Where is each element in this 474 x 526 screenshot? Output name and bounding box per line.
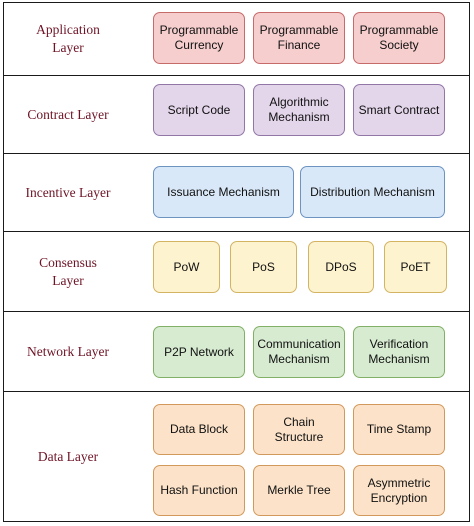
data-layer-label: Data Layer (37, 448, 99, 464)
communication-mechanism-box: Communication Mechanism (253, 326, 345, 378)
pow-box: PoW (153, 241, 220, 293)
issuance-mechanism-box: Issuance Mechanism (153, 166, 294, 218)
programmable-society-box: Programmable Society (353, 12, 445, 64)
hash-function-box: Hash Function (153, 465, 245, 516)
application-layer: Application Layer Programmable Currency … (4, 3, 469, 75)
consensus-layer: Consensus Layer PoW PoS DPoS PoET (4, 231, 469, 311)
dpos-box: DPoS (308, 241, 374, 293)
network-layer-label: Network Layer (26, 343, 110, 359)
chain-structure-box: Chain Structure (253, 404, 345, 455)
network-layer: Network Layer P2P Network Communication … (4, 311, 469, 391)
incentive-layer: Incentive Layer Issuance Mechanism Distr… (4, 153, 469, 231)
programmable-finance-box: Programmable Finance (253, 12, 345, 64)
data-layer: Data Layer Data Block Chain Structure Ti… (4, 391, 469, 521)
distribution-mechanism-box: Distribution Mechanism (300, 166, 445, 218)
merkle-tree-box: Merkle Tree (253, 465, 345, 516)
contract-layer: Contract Layer Script Code Algorithmic M… (4, 75, 469, 153)
time-stamp-box: Time Stamp (353, 404, 445, 455)
programmable-currency-box: Programmable Currency (153, 12, 245, 64)
pos-box: PoS (230, 241, 297, 293)
incentive-layer-label: Incentive Layer (25, 184, 111, 200)
script-code-box: Script Code (153, 84, 245, 136)
asymmetric-encryption-box: Asymmetric Encryption (353, 465, 445, 516)
verification-mechanism-box: Verification Mechanism (353, 326, 445, 378)
smart-contract-box: Smart Contract (353, 84, 445, 136)
data-block-box: Data Block (153, 404, 245, 455)
application-layer-label: Application Layer (36, 22, 100, 55)
consensus-layer-label: Consensus Layer (39, 254, 97, 288)
contract-layer-label: Contract Layer (27, 106, 109, 122)
blockchain-layer-stack: Application Layer Programmable Currency … (3, 2, 470, 522)
algorithmic-mechanism-box: Algorithmic Mechanism (253, 84, 345, 136)
poet-box: PoET (384, 241, 447, 293)
p2p-network-box: P2P Network (153, 326, 245, 378)
